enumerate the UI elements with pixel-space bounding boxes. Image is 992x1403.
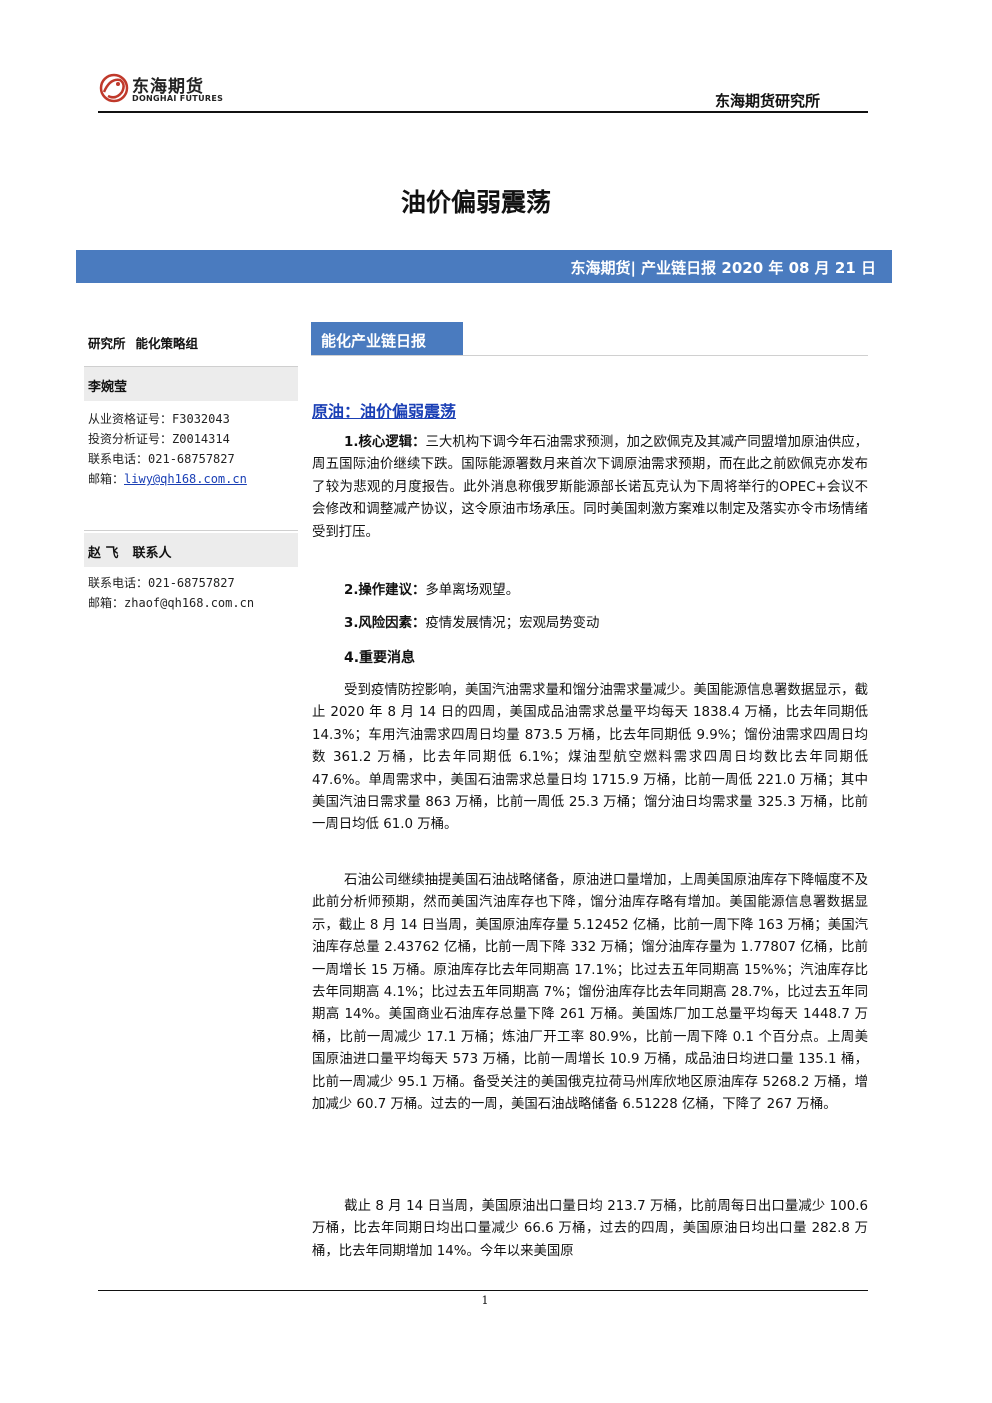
risk-paragraph: 3.风险因素：疫情发展情况；宏观局势变动 bbox=[312, 613, 868, 635]
news-paragraph-2: 石油公司继续抽提美国石油战略储备，原油进口量增加，上周美国原油库存下降幅度不及此… bbox=[312, 873, 868, 1113]
company-logo: 东海期货 DONGHAI FUTURES bbox=[98, 70, 228, 110]
risk-label: 3.风险因素： bbox=[344, 616, 426, 631]
sidebar-divider bbox=[84, 366, 298, 367]
advice-text: 多单离场观望。 bbox=[425, 583, 520, 598]
report-banner: 东海期货| 产业链日报 2020 年 08 月 21 日 bbox=[76, 250, 892, 283]
analyst-email: 邮箱：liwy@qh168.com.cn bbox=[88, 472, 247, 486]
news-paragraph-1: 受到疫情防控影响，美国汽油需求量和馏分油需求量减少。美国能源信息署数据显示，截止… bbox=[312, 683, 868, 833]
report-title: 油价偏弱震荡 bbox=[400, 188, 551, 217]
analyst-phone: 联系电话：021-68757827 bbox=[88, 576, 235, 590]
dragon-logo-icon bbox=[99, 73, 129, 103]
analyst-name: 李婉莹 bbox=[88, 380, 128, 395]
logo-text-en: DONGHAI FUTURES bbox=[132, 94, 224, 103]
analyst-invest-license: 投资分析证号：Z0014314 bbox=[88, 432, 230, 446]
tab-label: 能化产业链日报 bbox=[321, 332, 427, 350]
analyst-name: 赵 飞 bbox=[88, 546, 119, 561]
email-link[interactable]: liwy@qh168.com.cn bbox=[124, 472, 247, 486]
footer-divider bbox=[98, 1290, 868, 1291]
analyst-card-1: 李婉莹 bbox=[84, 367, 298, 401]
analyst-role: 联系人 bbox=[132, 546, 172, 561]
advice-paragraph: 2.操作建议：多单离场观望。 bbox=[312, 580, 868, 602]
sidebar-divider bbox=[84, 530, 298, 531]
news-heading: 4.重要消息 bbox=[344, 650, 416, 666]
logo-text-cn: 东海期货 bbox=[132, 77, 204, 97]
tab-divider bbox=[311, 355, 868, 356]
section-title[interactable]: 原油：油价偏弱震荡 bbox=[312, 402, 457, 421]
core-logic-paragraph: 1.核心逻辑：三大机构下调今年石油需求预测，加之欧佩克及其减产同盟增加原油供应，… bbox=[312, 432, 868, 544]
risk-text: 疫情发展情况；宏观局势变动 bbox=[425, 616, 600, 631]
team-label: 研究所 bbox=[88, 336, 126, 351]
banner-text: 东海期货| 产业链日报 2020 年 08 月 21 日 bbox=[570, 259, 876, 277]
analyst-card-2: 赵 飞联系人 bbox=[84, 533, 298, 567]
email-text[interactable]: zhaof@qh168.com.cn bbox=[124, 596, 255, 610]
section-tab: 能化产业链日报 bbox=[311, 322, 463, 356]
advice-label: 2.操作建议： bbox=[344, 583, 426, 598]
analyst-license: 从业资格证号：F3032043 bbox=[88, 412, 230, 426]
core-logic-label: 1.核心逻辑： bbox=[344, 435, 426, 450]
team-name: 能化策略组 bbox=[135, 336, 199, 351]
team-heading: 研究所能化策略组 bbox=[88, 333, 208, 352]
page-number: 1 bbox=[481, 1294, 489, 1307]
news-paragraph-3: 截止 8 月 14 日当周，美国原油出口量日均 213.7 万桶，比前周每日出口… bbox=[312, 1199, 868, 1259]
header-divider bbox=[98, 111, 868, 113]
analyst-email: 邮箱：zhaof@qh168.com.cn bbox=[88, 596, 255, 610]
analyst-phone: 联系电话：021-68757827 bbox=[88, 452, 235, 466]
institute-name: 东海期货研究所 bbox=[714, 92, 820, 110]
core-logic-text: 三大机构下调今年石油需求预测，加之欧佩克及其减产同盟增加原油供应，周五国际油价继… bbox=[312, 435, 869, 540]
